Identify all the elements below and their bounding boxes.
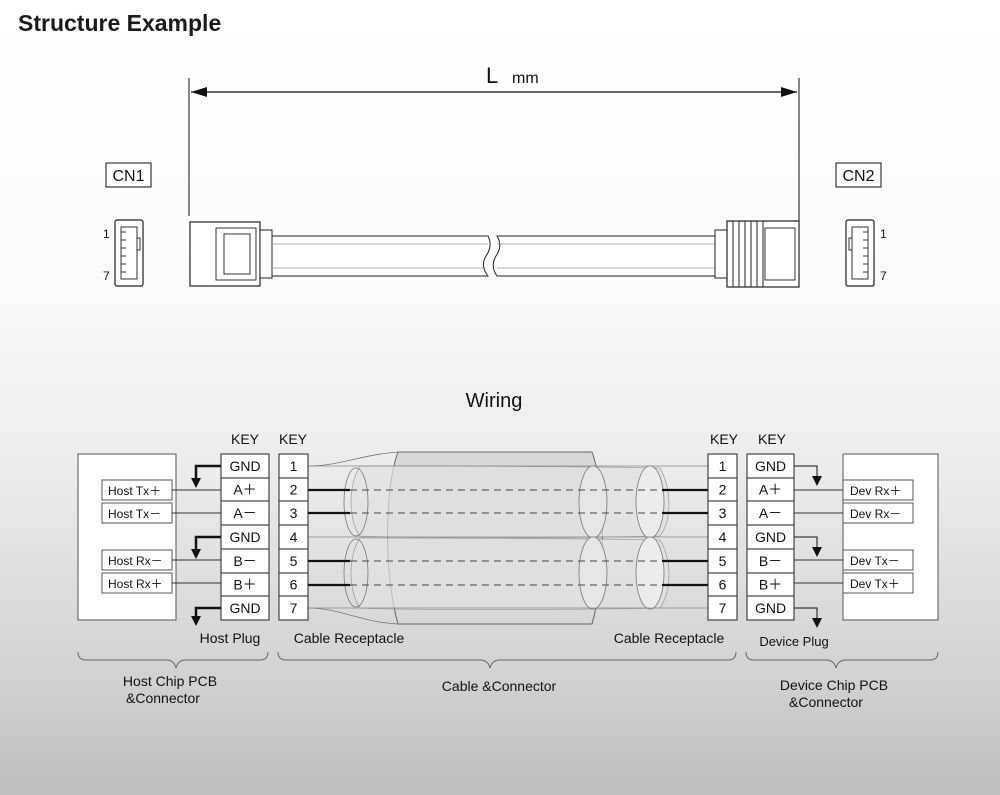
key-label-host-plug: KEY [231,431,260,447]
cable-receptacle-right-label: Cable Receptacle [614,630,725,646]
device-signal-labels: Dev Rx＋ Dev Rx－ Dev Tx－ Dev Tx＋ [794,479,914,594]
device-pcb-outline [842,453,939,621]
group-host-line1: Host Chip PCB [123,673,217,689]
left-receptacle-pin-4: 4 [290,529,298,545]
length-label: L [486,63,498,88]
length-dimension: L mm [188,63,800,222]
host-plug-pin-3: A－ [233,505,256,521]
host-plug-label: Host Plug [200,630,261,646]
left-receptacle-cell-1 [278,453,309,479]
host-plug-pin-6: B＋ [233,577,256,593]
host-plug-pin-5: B－ [233,553,256,569]
right-receptacle-cell-3 [707,500,738,526]
device-plug-cell-7 [746,595,795,621]
host-signal-rx-plus: Host Rx＋ [108,577,163,591]
device-signal-tx-minus: Dev Tx－ [850,554,900,568]
host-signal-labels: Host Tx＋ Host Tx－ Host Rx－ Host Rx＋ [101,479,221,594]
right-receptacle-pin-table: 1 2 3 4 5 6 7 [707,453,738,621]
right-receptacle-pin-1: 1 [719,458,727,474]
group-device-line2: &Connector [789,694,863,710]
host-plug-pin-2: A＋ [233,482,256,498]
cn2-label: CN2 [842,168,874,185]
host-signal-tx-plus: Host Tx＋ [108,484,161,498]
device-plug-pin-table: GND A＋ A－ GND B－ B＋ GND [746,453,795,621]
cn2-pin-7: 7 [880,269,887,283]
host-plug-pin-7: GND [229,600,260,616]
device-plug-pin-1: GND [755,458,786,474]
device-plug-pin-5: B－ [759,553,782,569]
device-plug-pin-3: A－ [759,505,782,521]
device-gnd-arrows [794,465,822,628]
device-signal-rx-minus: Dev Rx－ [850,507,901,521]
length-unit: mm [512,70,539,87]
group-device-line1: Device Chip PCB [780,677,888,693]
right-receptacle-pin-2: 2 [719,482,727,498]
left-receptacle-pin-table: 1 2 3 4 5 6 7 [278,453,309,621]
cn1-pin-1: 1 [103,227,110,241]
key-label-device-plug: KEY [758,431,787,447]
right-receptacle-cell-4 [707,524,738,550]
cn1-label-box: CN1 [105,162,152,188]
right-receptacle-pin-6: 6 [719,577,727,593]
left-receptacle-pin-1: 1 [290,458,298,474]
device-plug-pin-2: A＋ [759,482,782,498]
right-receptacle-cell-7 [707,595,738,621]
cn2-label-box: CN2 [835,162,882,188]
cn2-pin-1: 1 [880,227,887,241]
cable-assembly-drawing [189,220,800,288]
host-plug-cell-1 [220,453,270,479]
group-braces [77,651,939,669]
host-plug-pin-4: GND [229,529,260,545]
wiring-title: Wiring [466,390,523,412]
left-receptacle-pin-2: 2 [290,482,298,498]
key-label-left-receptacle: KEY [279,431,308,447]
page-title: Structure Example [18,10,222,36]
right-receptacle-pin-4: 4 [719,529,727,545]
host-gnd-arrows [191,464,221,626]
cn2-connector-face: 1 7 [845,219,887,287]
host-signal-rx-minus: Host Rx－ [108,554,163,568]
cable-receptacle-left-label: Cable Receptacle [294,630,405,646]
left-receptacle-pin-6: 6 [290,577,298,593]
device-signal-rx-plus: Dev Rx＋ [850,484,901,498]
host-plug-pin-table: GND A＋ A－ GND B－ B＋ GND [220,453,270,621]
left-receptacle-cell-7 [278,595,309,621]
left-receptacle-pin-5: 5 [290,553,298,569]
host-plug-cell-7 [220,595,270,621]
right-receptacle-cell-5 [707,548,738,574]
left-receptacle-pin-3: 3 [290,505,298,521]
cn1-label: CN1 [112,168,144,185]
key-label-right-receptacle: KEY [710,431,739,447]
host-pcb-outline [77,453,177,621]
group-cable-label: Cable &Connector [442,678,557,694]
device-plug-cell-3 [746,500,795,526]
device-signal-tx-plus: Dev Tx＋ [850,577,900,591]
device-plug-label: Device Plug [759,634,828,649]
host-plug-cell-4 [220,524,270,550]
device-plug-pin-6: B＋ [759,577,782,593]
right-receptacle-pin-3: 3 [719,505,727,521]
host-signal-tx-minus: Host Tx－ [108,507,161,521]
device-plug-pin-4: GND [755,529,786,545]
right-receptacle-pin-7: 7 [719,600,727,616]
cable-body [307,451,670,625]
signal-wires [308,465,708,609]
device-plug-cell-5 [746,548,795,574]
device-plug-pin-7: GND [755,600,786,616]
left-receptacle-cell-3 [278,500,309,526]
cn1-connector-face: 1 7 [103,219,144,287]
right-receptacle-pin-5: 5 [719,553,727,569]
cn1-pin-7: 7 [103,269,110,283]
group-host-line2: &Connector [126,690,200,706]
left-receptacle-pin-7: 7 [290,600,298,616]
host-plug-pin-1: GND [229,458,260,474]
device-plug-cell-4 [746,524,795,550]
host-plug-cell-5 [220,548,270,574]
